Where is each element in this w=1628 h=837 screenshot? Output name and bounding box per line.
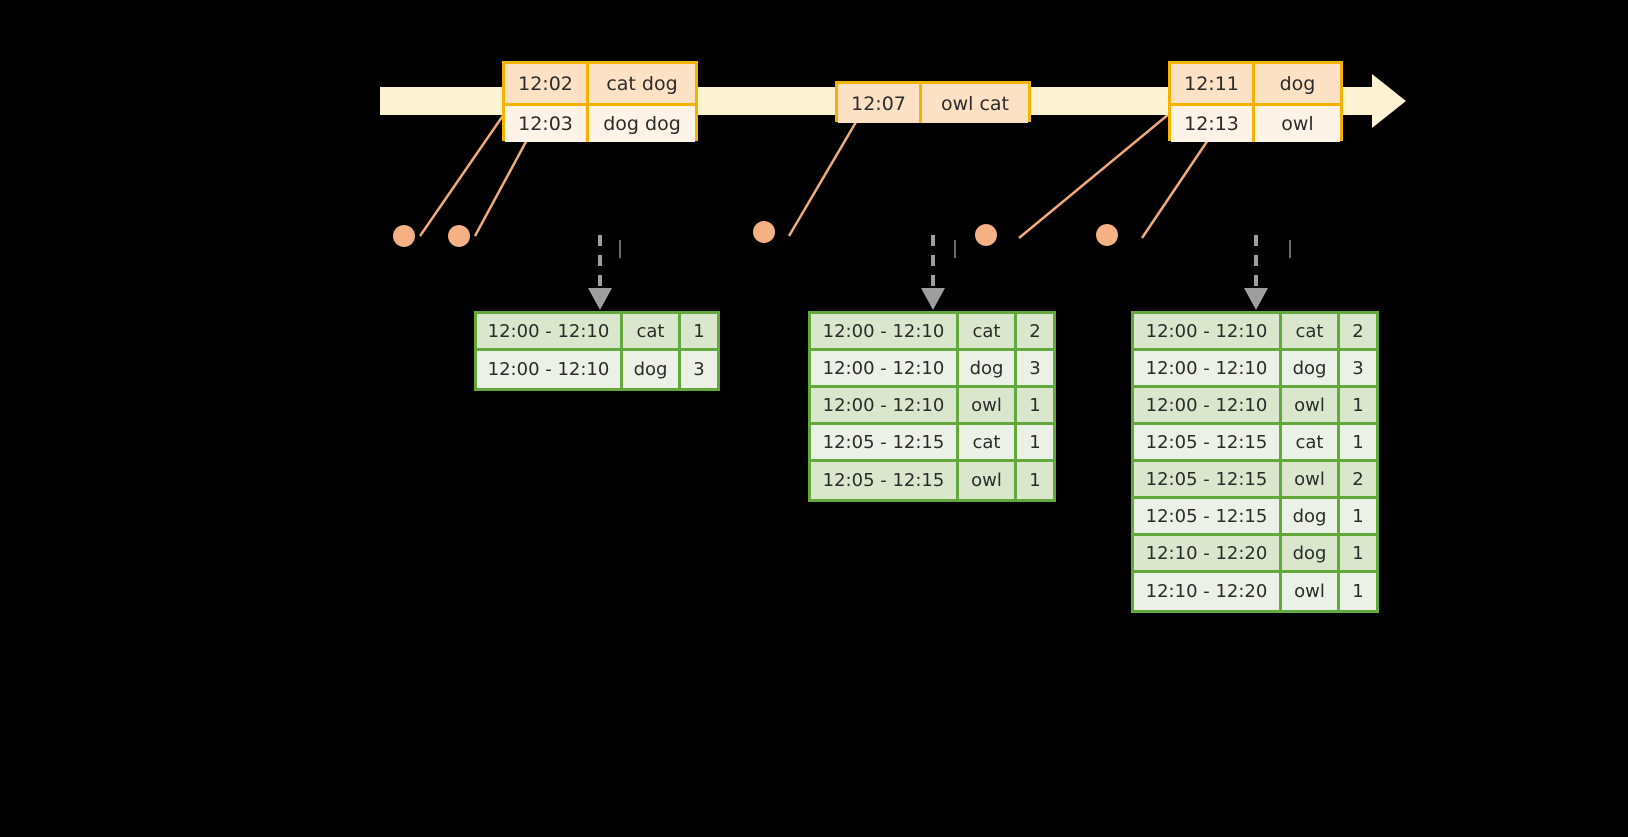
table-row[interactable]: 12:05 - 12:15 cat 1: [811, 425, 1053, 462]
table-row[interactable]: 12:00 - 12:10 cat 1: [477, 314, 717, 351]
table-row[interactable]: 12:05 - 12:15 owl 2: [1134, 462, 1376, 499]
table-row[interactable]: 12:00 - 12:10 dog 3: [477, 351, 717, 388]
window-cell: 12:05 - 12:15: [1134, 425, 1282, 459]
count-cell: 1: [1340, 499, 1376, 533]
leader-line-5: [1140, 139, 1210, 239]
word-cell: owl: [1282, 388, 1340, 422]
table-row[interactable]: 12:05 - 12:15 dog 1: [1134, 499, 1376, 536]
word-cell: owl: [1282, 462, 1340, 496]
table-row[interactable]: 12:05 - 12:15 cat 1: [1134, 425, 1376, 462]
event-words: owl: [1255, 106, 1340, 142]
window-result-table-2[interactable]: 12:00 - 12:10 cat 2 12:00 - 12:10 dog 3 …: [808, 311, 1056, 502]
table-row[interactable]: 12:00 - 12:10 owl 1: [1134, 388, 1376, 425]
table-row[interactable]: 12:05 - 12:15 owl 1: [811, 462, 1053, 499]
window-cell: 12:00 - 12:10: [477, 351, 623, 388]
word-cell: dog: [959, 351, 1017, 385]
window-result-table-3[interactable]: 12:00 - 12:10 cat 2 12:00 - 12:10 dog 3 …: [1131, 311, 1379, 613]
event-words: dog dog: [589, 106, 695, 142]
event-time: 12:03: [505, 106, 589, 142]
word-cell: cat: [623, 314, 681, 348]
leader-line-2: [473, 137, 530, 237]
count-cell: 3: [1017, 351, 1053, 385]
timeline-arrowhead: [1372, 74, 1406, 128]
word-cell: dog: [623, 351, 681, 388]
event-words: owl cat: [922, 84, 1028, 123]
stream-dot-1: [393, 225, 415, 247]
window-cell: 12:00 - 12:10: [811, 351, 959, 385]
event-time: 12:13: [1171, 106, 1255, 142]
event-box-2[interactable]: 12:07 owl cat: [835, 81, 1031, 123]
table-arrow-head-2: [921, 288, 945, 310]
window-cell: 12:05 - 12:15: [1134, 499, 1282, 533]
event-box-3[interactable]: 12:11 dog 12:13 owl: [1168, 61, 1343, 142]
window-cell: 12:00 - 12:10: [1134, 314, 1282, 348]
count-cell: 1: [1340, 536, 1376, 570]
word-cell: owl: [1282, 573, 1340, 610]
window-cell: 12:10 - 12:20: [1134, 536, 1282, 570]
count-cell: 2: [1017, 314, 1053, 348]
word-cell: cat: [959, 425, 1017, 459]
event-row[interactable]: 12:07 owl cat: [838, 84, 1028, 123]
window-cell: 12:00 - 12:10: [1134, 388, 1282, 422]
event-time: 12:07: [838, 84, 922, 123]
count-cell: 2: [1340, 462, 1376, 496]
window-cell: 12:10 - 12:20: [1134, 573, 1282, 610]
table-row[interactable]: 12:10 - 12:20 dog 1: [1134, 536, 1376, 573]
table-row[interactable]: 12:00 - 12:10 cat 2: [1134, 314, 1376, 351]
word-cell: dog: [1282, 499, 1340, 533]
word-cell: cat: [1282, 314, 1340, 348]
word-cell: owl: [959, 388, 1017, 422]
stream-dot-3: [753, 221, 775, 243]
window-cell: 12:00 - 12:10: [477, 314, 623, 348]
count-cell: 3: [1340, 351, 1376, 385]
count-cell: 1: [1340, 388, 1376, 422]
stream-dot-2: [448, 225, 470, 247]
word-cell: dog: [1282, 536, 1340, 570]
count-cell: 1: [1340, 425, 1376, 459]
count-cell: 1: [1340, 573, 1376, 610]
word-cell: owl: [959, 462, 1017, 499]
table-arrow-head-1: [588, 288, 612, 310]
window-cell: 12:05 - 12:15: [1134, 462, 1282, 496]
window-cell: 12:05 - 12:15: [811, 425, 959, 459]
count-cell: 1: [1017, 425, 1053, 459]
count-cell: 2: [1340, 314, 1376, 348]
count-cell: 1: [1017, 388, 1053, 422]
window-cell: 12:00 - 12:10: [811, 314, 959, 348]
event-box-1[interactable]: 12:02 cat dog 12:03 dog dog: [502, 61, 698, 142]
event-words: cat dog: [589, 64, 695, 103]
stream-dot-4: [975, 224, 997, 246]
leader-line-3: [787, 104, 868, 237]
table-row[interactable]: 12:00 - 12:10 dog 3: [1134, 351, 1376, 388]
count-cell: 3: [681, 351, 717, 388]
event-row[interactable]: 12:13 owl: [1171, 103, 1340, 142]
table-row[interactable]: 12:00 - 12:10 owl 1: [811, 388, 1053, 425]
event-words: dog: [1255, 64, 1340, 103]
event-time: 12:02: [505, 64, 589, 103]
stream-dot-5: [1096, 224, 1118, 246]
table-row[interactable]: 12:00 - 12:10 dog 3: [811, 351, 1053, 388]
window-cell: 12:00 - 12:10: [811, 388, 959, 422]
window-result-table-1[interactable]: 12:00 - 12:10 cat 1 12:00 - 12:10 dog 3: [474, 311, 720, 391]
event-time: 12:11: [1171, 64, 1255, 103]
window-cell: 12:05 - 12:15: [811, 462, 959, 499]
count-cell: 1: [681, 314, 717, 348]
event-row[interactable]: 12:02 cat dog: [505, 64, 695, 103]
table-arrow-head-3: [1244, 288, 1268, 310]
word-cell: cat: [959, 314, 1017, 348]
table-row[interactable]: 12:10 - 12:20 owl 1: [1134, 573, 1376, 610]
event-row[interactable]: 12:03 dog dog: [505, 103, 695, 142]
count-cell: 1: [1017, 462, 1053, 499]
table-row[interactable]: 12:00 - 12:10 cat 2: [811, 314, 1053, 351]
word-cell: dog: [1282, 351, 1340, 385]
word-cell: cat: [1282, 425, 1340, 459]
window-cell: 12:00 - 12:10: [1134, 351, 1282, 385]
event-row[interactable]: 12:11 dog: [1171, 64, 1340, 103]
